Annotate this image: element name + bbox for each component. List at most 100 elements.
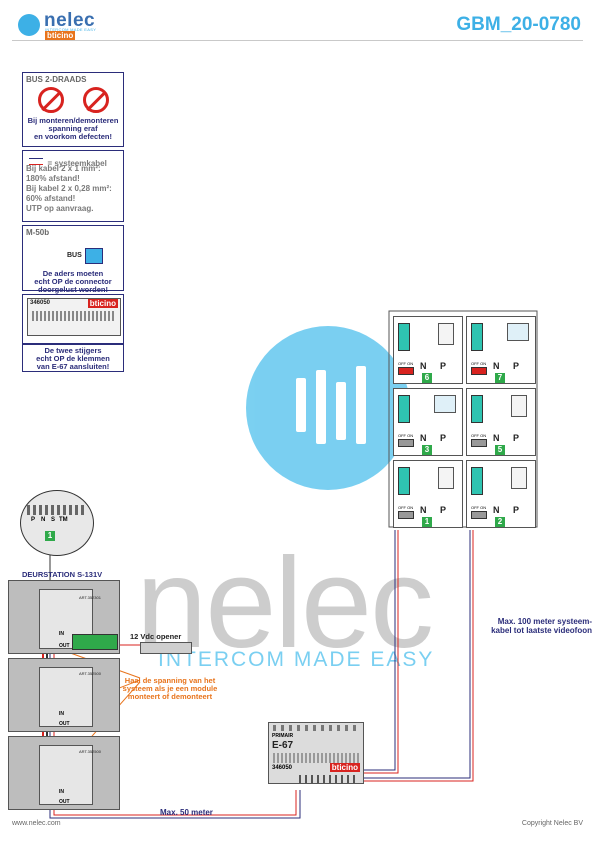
riser-wire-right-a bbox=[330, 530, 471, 779]
monitor-rack bbox=[388, 310, 538, 528]
module-346050-terminals bbox=[32, 311, 116, 321]
module-346050-part: 346050 bbox=[30, 300, 51, 306]
module-346050-device: 346050 bticino bbox=[27, 298, 121, 336]
footer-copyright: Copyright Nelec BV bbox=[521, 820, 583, 827]
door-module-3-in: IN bbox=[59, 789, 64, 795]
dip-switch-icon bbox=[471, 367, 487, 375]
bus-terminal-icon bbox=[398, 395, 410, 423]
monitor-id-badge: 3 bbox=[422, 445, 432, 455]
switch-label: OFF ON bbox=[471, 361, 487, 366]
riser-wire-right-b bbox=[334, 530, 474, 782]
monitor-unit: N P 1 OFF ON bbox=[393, 460, 463, 528]
switch-label: OFF ON bbox=[471, 433, 487, 438]
door-module-3: ART.352500 IN OUT bbox=[8, 736, 120, 810]
cable-panel-title: = systeemkabel bbox=[47, 159, 107, 168]
module-346050-brand: bticino bbox=[87, 299, 118, 308]
bus-panel-title: BUS 2-DRAADS bbox=[26, 75, 87, 84]
watermark-logo-icon bbox=[246, 326, 410, 490]
door-station: ART.352301 IN OUT ART.352500 IN OUT ART.… bbox=[8, 580, 120, 812]
dip-switch-icon bbox=[398, 439, 414, 447]
door-module-1-code: ART.352301 bbox=[79, 595, 101, 600]
cable-info-text: Bij kabel 2 x 1 mm²: 180% afstand! Bij k… bbox=[26, 164, 112, 213]
dip-switch-icon bbox=[471, 439, 487, 447]
cable-legend-icon bbox=[29, 158, 43, 166]
dip-switch-icon bbox=[471, 511, 487, 519]
monitor-unit: N P 2 OFF ON bbox=[466, 460, 536, 528]
cable-info-panel: = systeemkabel Bij kabel 2 x 1 mm²: 180%… bbox=[22, 150, 124, 222]
monitor-screen-icon bbox=[434, 395, 456, 413]
e67-part-number: 346050 bbox=[272, 765, 293, 771]
zoom-badge: 1 bbox=[45, 531, 55, 541]
e67-top-terminals bbox=[273, 725, 359, 731]
monitor-id-badge: 5 bbox=[495, 445, 505, 455]
door-module-2: ART.352500 IN OUT bbox=[8, 658, 120, 732]
watermark-tagline: INTERCOM MADE EASY bbox=[158, 648, 435, 671]
connector-icon bbox=[85, 248, 103, 264]
monitor-screen-icon bbox=[438, 323, 454, 345]
dip-switch-icon bbox=[398, 367, 414, 375]
no-voltage-icon bbox=[83, 87, 109, 113]
max-50m-note: Max. 50 meter bbox=[160, 808, 213, 817]
e67-power-supply: PRIMAIR E-67 346050 bticino bbox=[268, 722, 364, 784]
bus-terminal-icon bbox=[398, 467, 410, 495]
m50b-panel: M-50b BUS De aders moeten echt OP de con… bbox=[22, 225, 124, 294]
no-plug-icon bbox=[38, 87, 64, 113]
power-warning-note: Haal de spanning van het systeem als je … bbox=[122, 676, 218, 701]
monitor-screen-icon bbox=[511, 467, 527, 489]
monitor-screen-icon bbox=[438, 467, 454, 489]
stijgers-note: De twee stijgers echt OP de klemmen van … bbox=[36, 346, 110, 371]
door-module-3-panel bbox=[39, 745, 93, 805]
door-module-2-in: IN bbox=[59, 711, 64, 717]
zoom-label-n: N bbox=[41, 517, 46, 523]
bus-terminal-icon bbox=[471, 467, 483, 495]
zoom-label-s: S bbox=[51, 517, 56, 523]
monitor-id-badge: 7 bbox=[495, 373, 505, 383]
monitor-screen-icon bbox=[511, 395, 527, 417]
m50b-bus-label: BUS bbox=[67, 252, 82, 259]
module-346050-panel: 346050 bticino bbox=[22, 294, 124, 344]
footer-website: www.nelec.com bbox=[12, 820, 61, 827]
monitor-unit: N P 6 OFF ON bbox=[393, 316, 463, 384]
door-module-1-out: OUT bbox=[59, 643, 70, 649]
monitor-unit: N P 5 OFF ON bbox=[466, 388, 536, 456]
monitor-id-badge: 2 bbox=[495, 517, 505, 527]
door-module-2-code: ART.352500 bbox=[79, 671, 101, 676]
door-station-zoom: P N S TM 1 bbox=[20, 490, 94, 556]
e67-brand: bticino bbox=[329, 763, 360, 772]
switch-label: OFF ON bbox=[471, 505, 487, 510]
monitor-unit: N P 3 OFF ON bbox=[393, 388, 463, 456]
e67-bottom-terminals bbox=[299, 775, 359, 783]
bus-terminal-icon bbox=[398, 323, 410, 351]
brand-tagline: INTERCOM MADE EASY bbox=[45, 27, 97, 32]
header-divider bbox=[12, 40, 583, 41]
dip-switch-icon bbox=[398, 511, 414, 519]
switch-label: OFF ON bbox=[398, 505, 414, 510]
bus-terminal-icon bbox=[471, 323, 483, 351]
switch-label: OFF ON bbox=[398, 433, 414, 438]
bus-terminal-icon bbox=[471, 395, 483, 423]
door-station-title: DEURSTATION S-131V bbox=[22, 570, 103, 579]
e67-label: E-67 bbox=[272, 740, 294, 751]
zoom-terminals bbox=[27, 505, 87, 515]
cable-legend: = systeemkabel bbox=[29, 153, 107, 171]
door-terminal-block bbox=[72, 634, 118, 650]
door-module-3-code: ART.352500 bbox=[79, 749, 101, 754]
m50b-title: M-50b bbox=[26, 228, 50, 237]
m50b-note: De aders moeten echt OP de connector doo… bbox=[34, 269, 112, 294]
sub-brand-logo: bticino bbox=[45, 31, 76, 40]
zoom-label-p: P bbox=[31, 517, 36, 523]
stijgers-note-panel: De twee stijgers echt OP de klemmen van … bbox=[22, 344, 124, 372]
bus-warning-text: Bij monteren/demonteren spanning eraf en… bbox=[27, 116, 119, 141]
brand-name: nelec bbox=[44, 10, 96, 31]
door-module-2-out: OUT bbox=[59, 721, 70, 727]
opener-device bbox=[140, 642, 192, 654]
switch-label: OFF ON bbox=[398, 361, 414, 366]
nelec-logo-icon bbox=[18, 14, 40, 36]
opener-label: 12 Vdc opener bbox=[130, 632, 182, 641]
e67-vents bbox=[273, 753, 359, 763]
monitor-id-badge: 6 bbox=[422, 373, 432, 383]
door-module-3-out: OUT bbox=[59, 799, 70, 805]
door-module-2-panel bbox=[39, 667, 93, 727]
door-module-1-in: IN bbox=[59, 631, 64, 637]
max-100m-note: Max. 100 meter systeem- kabel tot laatst… bbox=[491, 617, 592, 635]
